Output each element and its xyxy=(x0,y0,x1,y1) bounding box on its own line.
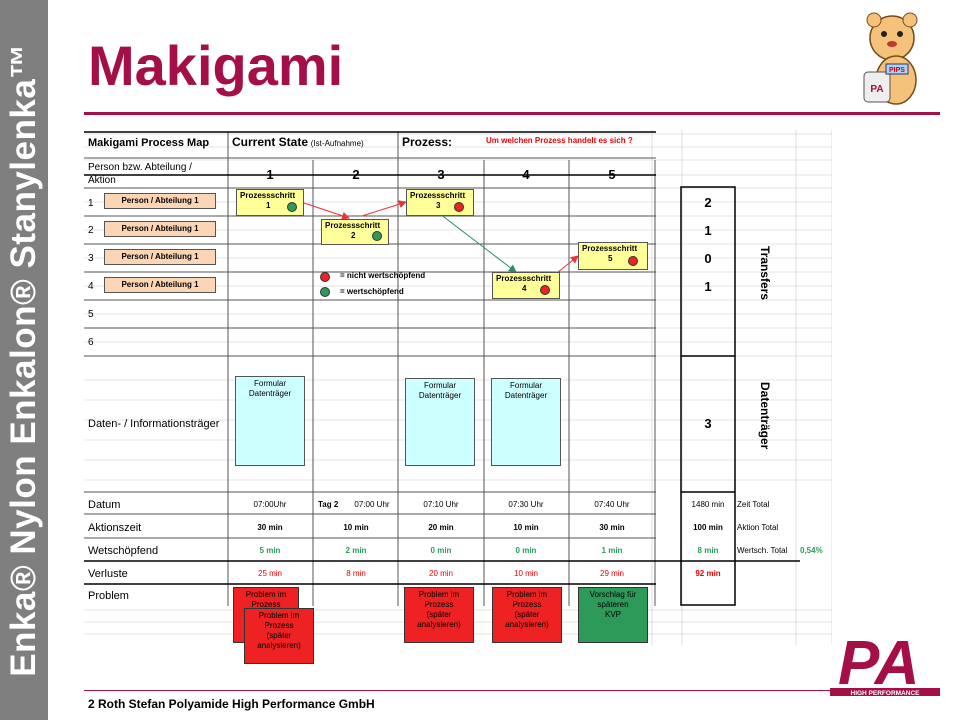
daten-label: Daten- / Informationsträger xyxy=(88,418,220,430)
wertsch-percentage: 0,54% xyxy=(800,546,823,555)
wertsch-total-label: Wertsch. Total xyxy=(737,546,788,555)
transfer-count: 0 xyxy=(704,251,712,266)
datum-value: 07:30 Uhr xyxy=(508,500,544,509)
footer-text: 2 Roth Stefan Polyamide High Performance… xyxy=(88,697,375,711)
verluste-value: 20 min xyxy=(428,569,454,578)
datum-value: 07:10 Uhr xyxy=(423,500,459,509)
datum-value: 07:40 Uhr xyxy=(594,500,630,509)
value-adding-indicator-icon xyxy=(372,231,382,241)
person-box: Person / Abteilung 1 xyxy=(104,193,216,209)
non-value-adding-indicator-icon xyxy=(540,285,550,295)
person-box: Person / Abteilung 1 xyxy=(104,221,216,237)
wertschoepfend-label: Wetschöpfend xyxy=(88,545,159,557)
column-header-3: 3 xyxy=(437,167,445,182)
aktionszeit-value: 20 min xyxy=(428,523,454,532)
verluste-value: 10 min xyxy=(513,569,539,578)
brand-sidebar: Enka® Nylon Enkalon® Stanylenka™ xyxy=(0,0,48,720)
datentraeger-label: Datenträger xyxy=(758,382,772,450)
non-value-adding-indicator-icon xyxy=(454,202,464,212)
wertschoepfend-value: 1 min xyxy=(601,546,623,555)
problem-label: Problem xyxy=(88,590,129,602)
aktionszeit-label: Aktionszeit xyxy=(88,522,142,534)
svg-text:PA: PA xyxy=(870,84,883,95)
aktionszeit-value: 30 min xyxy=(599,523,625,532)
row-number: 1 xyxy=(88,198,94,209)
zeit-total-value: 1480 min xyxy=(691,500,725,509)
aktionszeit-value: 10 min xyxy=(343,523,369,532)
page-title: Makigami xyxy=(88,34,344,97)
transfer-count: 1 xyxy=(704,223,712,238)
datum-value: 07:00Uhr xyxy=(253,500,287,509)
verluste-value: 8 min xyxy=(346,569,366,578)
map-title: Makigami Process Map xyxy=(88,137,210,149)
makigami-process-map: Makigami Process Map Current State (Ist-… xyxy=(84,130,832,664)
verluste-value: 25 min xyxy=(257,569,283,578)
svg-text:HIGH PERFORMANCE: HIGH PERFORMANCE xyxy=(851,690,921,697)
person-box: Person / Abteilung 1 xyxy=(104,277,216,293)
current-state-header: Current State (Ist-Aufnahme) xyxy=(232,135,364,149)
prozess-question: Um welchen Prozess handelt es sich ? xyxy=(486,136,633,145)
aktionszeit-value: 30 min xyxy=(257,523,283,532)
person-box: Person / Abteilung 1 xyxy=(104,249,216,265)
legend-red-dot-icon xyxy=(320,272,330,282)
svg-text:PA: PA xyxy=(838,629,920,698)
column-header-4: 4 xyxy=(522,167,530,182)
transfer-count: 2 xyxy=(704,195,712,210)
brand-sidebar-text: Enka® Nylon Enkalon® Stanylenka™ xyxy=(4,43,43,677)
row-number: 3 xyxy=(88,253,94,264)
datum-value: 07:00 Uhr xyxy=(354,500,390,509)
footer-divider xyxy=(84,690,940,691)
row-number: 6 xyxy=(88,337,94,348)
datentraeger-count: 3 xyxy=(704,416,712,431)
hamster-mascot-icon: PA PIPS xyxy=(863,12,918,105)
datum-label: Datum xyxy=(88,499,121,511)
legend-green-dot-icon xyxy=(320,287,330,297)
zeit-total-label: Zeit Total xyxy=(737,500,770,509)
datum-tag: Tag 2 xyxy=(318,500,339,509)
row-number: 2 xyxy=(88,225,94,236)
wertschoepfend-value: 5 min xyxy=(259,546,281,555)
grid-lines xyxy=(84,130,832,645)
aktionszeit-value: 10 min xyxy=(513,523,539,532)
pa-logo: PA HIGH PERFORMANCE xyxy=(830,629,940,698)
value-adding-indicator-icon xyxy=(287,202,297,212)
person-label: Person bzw. Abteilung / xyxy=(88,162,192,173)
aktion-label: Aktion xyxy=(88,175,116,186)
aktion-total-value: 100 min xyxy=(693,523,723,532)
column-header-1: 1 xyxy=(266,167,274,182)
wertschoepfend-value: 0 min xyxy=(430,546,452,555)
verluste-total-value: 92 min xyxy=(695,569,721,578)
verluste-label: Verluste xyxy=(88,568,128,580)
aktion-total-label: Aktion Total xyxy=(737,523,779,532)
svg-text:PIPS: PIPS xyxy=(889,67,905,74)
non-value-adding-indicator-icon xyxy=(628,256,638,266)
legend-value-adding: = wertschöpfend xyxy=(340,287,404,296)
prozess-label: Prozess: xyxy=(402,135,453,149)
transfer-count: 1 xyxy=(704,279,712,294)
wertschoepfend-value: 0 min xyxy=(515,546,537,555)
row-number: 5 xyxy=(88,309,94,320)
title-divider xyxy=(84,112,940,115)
transfers-label: Transfers xyxy=(758,246,772,301)
legend-non-value-adding: = nicht wertschöpfend xyxy=(340,271,426,280)
row-number: 4 xyxy=(88,281,94,292)
wertschoepfend-value: 2 min xyxy=(345,546,367,555)
verluste-value: 29 min xyxy=(599,569,625,578)
wertsch-total-value: 8 min xyxy=(697,546,719,555)
column-header-2: 2 xyxy=(352,167,360,182)
column-header-5: 5 xyxy=(608,167,616,182)
